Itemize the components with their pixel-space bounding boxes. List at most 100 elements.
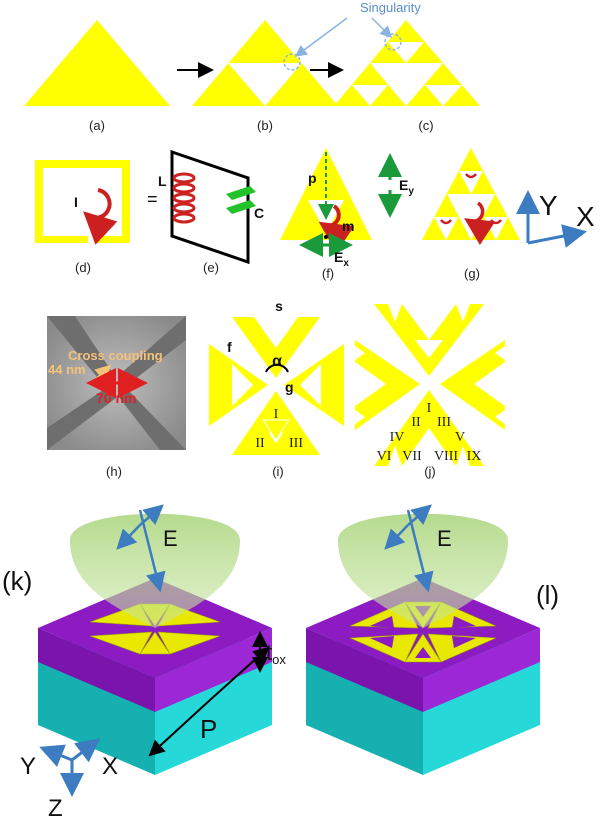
gap-44-label: 44 nm (48, 362, 86, 377)
hole-g-left (434, 217, 458, 240)
split-ring-resonator (35, 160, 130, 243)
p-label: p (308, 170, 317, 186)
panel-c: (c) (334, 20, 480, 133)
current-loop-g-top (465, 173, 477, 179)
singularity-callout: Singularity (294, 0, 421, 57)
current-loop-g-right (490, 219, 502, 225)
period-arrow-a (148, 699, 211, 757)
caption-c: (c) (418, 118, 433, 133)
current-loop-g-center (464, 201, 496, 246)
roman-i-2: II (255, 436, 265, 451)
bowtie-holes-i (232, 317, 321, 455)
xyz-label-y: Y (20, 753, 36, 780)
g-label: g (285, 379, 294, 395)
singularity-marker-b (283, 53, 301, 71)
alpha-label: α (272, 353, 282, 370)
f-label: f (227, 339, 232, 355)
singularity-arrow-c (371, 17, 393, 39)
e-field-arrow-l-up (384, 524, 409, 550)
sierpinski-level2-hole-center (370, 63, 443, 106)
caption-b: (b) (257, 118, 273, 133)
roman-j-6: VI (377, 449, 392, 464)
caption-a: (a) (89, 118, 105, 133)
oxide-left-l (306, 628, 423, 712)
panel-k: (k) E tox P (2, 504, 286, 775)
roman-j-8: VIII (434, 449, 458, 464)
caption-g: (g) (464, 266, 480, 281)
current-loop-g-left (440, 219, 452, 225)
panel-i: s f α g I II III (i) (209, 298, 344, 479)
fractal-holes-3d-l (370, 606, 476, 658)
substrate-right-l (423, 650, 540, 775)
panel-l: E (l) (306, 504, 559, 775)
s-label: s (275, 298, 283, 314)
axis-x-line (527, 224, 587, 248)
sierpinski-level1-hole (228, 63, 302, 106)
xyz-label-x: X (102, 753, 118, 780)
inductor-coil (172, 172, 196, 224)
roman-i-1: I (274, 407, 279, 422)
caption-j: (j) (424, 464, 436, 479)
oxide-left-k (38, 628, 155, 712)
axis-x-label: X (576, 201, 595, 232)
current-loop-d (83, 188, 118, 245)
period-arrow-b (209, 646, 270, 701)
hole-g-top (459, 171, 483, 194)
roman-j-7: VII (402, 449, 422, 464)
xyz-label-z: Z (48, 795, 63, 822)
sierpinski-level2-hole-right (425, 85, 462, 106)
roman-j-3: III (437, 415, 451, 430)
ey-label: Ey (399, 177, 414, 197)
caption-f: (f) (322, 266, 334, 281)
singularity-marker-c (384, 33, 402, 51)
roman-j-2: II (411, 415, 421, 430)
panel-a: (a) (24, 20, 170, 133)
inductor-label: L (158, 173, 167, 189)
panel-g: (g) (422, 148, 520, 281)
hole-g-center (447, 194, 495, 240)
capacitor-label: C (254, 205, 264, 221)
caption-e: (e) (203, 260, 219, 275)
caption-k: (k) (2, 566, 32, 596)
panel-e: = L C (e) (147, 149, 264, 275)
cross-coupling-label: Cross coupling (68, 348, 163, 363)
equals-sign: = (147, 189, 158, 209)
e-field-arrow-l-up2 (407, 504, 432, 526)
xy-axes: Y X (516, 190, 595, 248)
caption-i: (i) (272, 464, 284, 479)
substrate-left-k (38, 650, 155, 775)
xyz-axis-y (39, 744, 73, 767)
oxide-right-l (423, 628, 540, 712)
sub-triangle-iii (268, 423, 312, 455)
panel-f: p m Ey Ex (f) (280, 148, 414, 281)
roman-j-1: I (427, 401, 432, 416)
ex-label: Ex (334, 249, 349, 269)
tox-label: tox (266, 640, 286, 667)
xyz-axes: Y X Z (20, 738, 118, 822)
sierpinski-level2-hole-top (388, 42, 424, 63)
e-field-arrow-k-up2 (139, 504, 164, 526)
xyz-axis-x (71, 738, 101, 763)
period-label: P (200, 714, 217, 744)
e-field-label-k: E (163, 526, 178, 551)
panel-b: (b) (192, 20, 338, 133)
gap-70-label: 70 nm (96, 390, 136, 406)
oxide-right-k (155, 628, 272, 712)
caption-d: (d) (75, 260, 91, 275)
roman-j-5: V (455, 430, 465, 445)
m-label: m (342, 218, 354, 234)
singularity-arrow-b (294, 17, 348, 57)
singularity-label: Singularity (360, 0, 421, 15)
dipole-point (324, 235, 328, 239)
fractal-holes-j (355, 304, 505, 466)
roman-j-4: IV (390, 430, 405, 445)
current-loop-f (318, 204, 355, 253)
lc-circuit-frame (170, 149, 250, 265)
caption-l: (l) (536, 580, 559, 610)
sub-triangle-ii (240, 423, 284, 455)
capacitor-plates (226, 186, 256, 214)
current-label-d: I (74, 194, 78, 210)
panel-d: I (d) (35, 160, 130, 275)
alpha-arc (265, 363, 289, 373)
